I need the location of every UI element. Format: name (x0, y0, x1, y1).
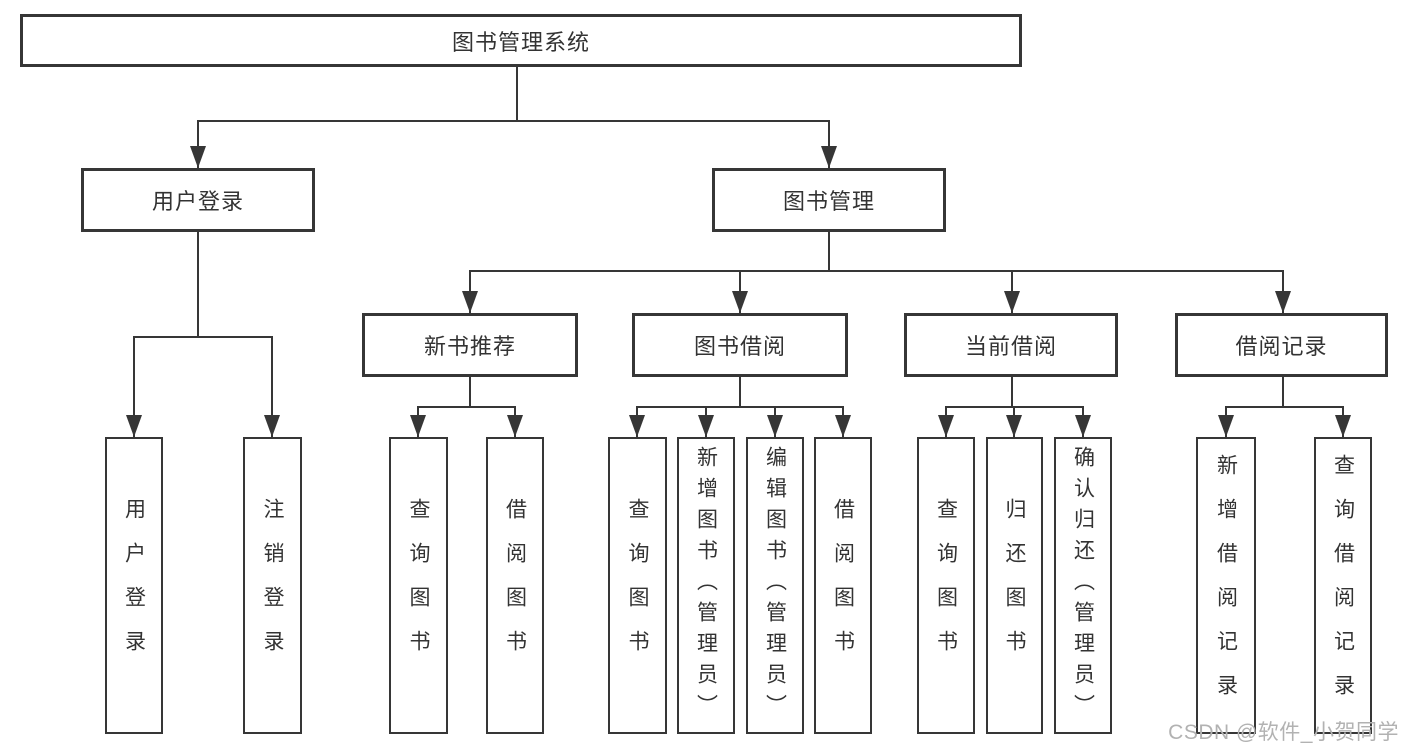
leaf-edit-books-admin: 编辑图书（管理员） (746, 437, 804, 734)
arrow-down-icon (767, 415, 783, 437)
connector-line (197, 232, 199, 337)
node-new-book-recommend: 新书推荐 (362, 313, 578, 377)
connector-line (636, 406, 844, 408)
node-book-borrow: 图书借阅 (632, 313, 848, 377)
node-borrow-records-label: 借阅记录 (1235, 334, 1328, 359)
arrow-down-icon (1275, 291, 1291, 313)
leaf-logout-label: 注销登录 (261, 497, 284, 674)
node-root: 图书管理系统 (20, 14, 1022, 67)
arrow-down-icon (507, 415, 523, 437)
node-root-label: 图书管理系统 (451, 29, 590, 55)
arrow-down-icon (629, 415, 645, 437)
leaf-return-books: 归还图书 (986, 437, 1043, 734)
connector-line (469, 377, 471, 408)
leaf-return-books-label: 归还图书 (1003, 497, 1026, 674)
leaf-query-books-current: 查询图书 (917, 437, 975, 734)
arrow-down-icon (698, 415, 714, 437)
leaf-edit-books-admin-label: 编辑图书（管理员） (763, 446, 787, 725)
leaf-borrow-books-recommend-label: 借阅图书 (503, 497, 527, 674)
connector-line (739, 377, 741, 408)
connector-line (1011, 377, 1013, 408)
connector-line (197, 120, 199, 168)
arrow-down-icon (938, 415, 954, 437)
arrow-down-icon (264, 415, 280, 437)
node-current-borrow: 当前借阅 (904, 313, 1118, 377)
leaf-borrow-books: 借阅图书 (814, 437, 872, 734)
arrow-down-icon (126, 415, 142, 437)
arrow-down-icon (1335, 415, 1351, 437)
arrow-down-icon (1004, 291, 1020, 313)
leaf-borrow-books-label: 借阅图书 (831, 497, 855, 674)
connector-line (133, 336, 273, 338)
arrow-down-icon (821, 146, 837, 168)
leaf-query-borrow-record: 查询借阅记录 (1314, 437, 1372, 734)
leaf-logout: 注销登录 (243, 437, 302, 734)
connector-line (1225, 406, 1344, 408)
node-book-management-label: 图书管理 (782, 189, 875, 214)
leaf-add-borrow-record: 新增借阅记录 (1196, 437, 1256, 734)
arrow-down-icon (1075, 415, 1091, 437)
leaf-query-books-borrow-label: 查询图书 (626, 497, 649, 674)
connector-line (133, 336, 135, 437)
leaf-confirm-return-admin: 确认归还（管理员） (1054, 437, 1112, 734)
leaf-confirm-return-admin-label: 确认归还（管理员） (1071, 446, 1095, 725)
node-new-book-recommend-label: 新书推荐 (423, 334, 516, 359)
arrow-down-icon (1006, 415, 1022, 437)
connector-line (516, 67, 518, 121)
leaf-user-login-label: 用户登录 (122, 497, 146, 674)
arrow-down-icon (410, 415, 426, 437)
node-borrow-records: 借阅记录 (1175, 313, 1388, 377)
connector-line (828, 120, 830, 168)
node-book-borrow-label: 图书借阅 (693, 334, 786, 359)
connector-line (469, 270, 1284, 272)
arrow-down-icon (1218, 415, 1234, 437)
leaf-user-login: 用户登录 (105, 437, 163, 734)
connector-line (1282, 377, 1284, 408)
connector-line (417, 406, 516, 408)
leaf-query-borrow-record-label: 查询借阅记录 (1331, 453, 1355, 718)
leaf-add-borrow-record-label: 新增借阅记录 (1214, 453, 1238, 718)
connector-line (828, 232, 830, 272)
arrow-down-icon (190, 146, 206, 168)
node-user-login-label: 用户登录 (151, 189, 244, 214)
leaf-query-books-recommend: 查询图书 (389, 437, 448, 734)
leaf-add-books-admin-label: 新增图书（管理员） (694, 446, 718, 725)
connector-line (197, 120, 830, 122)
leaf-query-books-current-label: 查询图书 (934, 497, 958, 674)
leaf-query-books-borrow: 查询图书 (608, 437, 667, 734)
arrow-down-icon (835, 415, 851, 437)
leaf-add-books-admin: 新增图书（管理员） (677, 437, 735, 734)
connector-line (271, 336, 273, 437)
leaf-borrow-books-recommend: 借阅图书 (486, 437, 544, 734)
node-book-management: 图书管理 (712, 168, 946, 232)
arrow-down-icon (462, 291, 478, 313)
node-user-login: 用户登录 (81, 168, 315, 232)
arrow-down-icon (732, 291, 748, 313)
node-current-borrow-label: 当前借阅 (964, 334, 1057, 359)
csdn-watermark: CSDN @软件_小贺同学 (1168, 721, 1399, 744)
leaf-query-books-recommend-label: 查询图书 (407, 497, 430, 674)
